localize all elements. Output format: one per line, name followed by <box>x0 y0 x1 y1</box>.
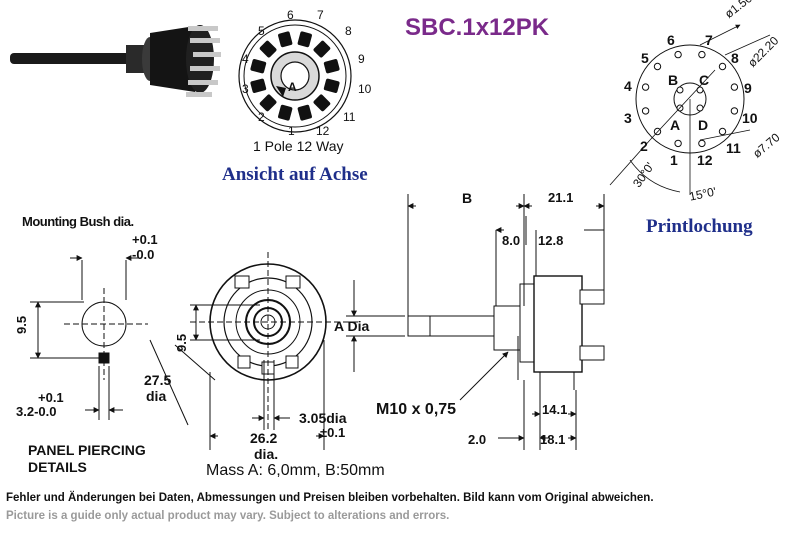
view-caption: Ansicht auf Achse <box>222 164 368 185</box>
footer-disclaimer-en: Picture is a guide only actual product m… <box>6 510 450 522</box>
key-width-dim: 3.2-0.0 <box>16 404 57 419</box>
pole-way-caption: 1 Pole 12 Way <box>253 138 344 154</box>
outer-dia-value: 27.5 <box>144 372 172 388</box>
pin-number: 10 <box>358 82 372 96</box>
wiper-label: A <box>288 80 297 94</box>
shaft-dia-label: 3.05dia <box>299 410 347 426</box>
pcb-letter: C <box>699 72 710 88</box>
pin-number: 7 <box>317 8 324 22</box>
pcb-hole <box>730 83 739 91</box>
height-dim: 9.5 <box>14 315 29 334</box>
pcb-number: 2 <box>640 138 648 154</box>
width-value: 26.2 <box>250 430 278 446</box>
panel-piercing-title: PANEL PIERCING <box>28 442 146 458</box>
pin-pad <box>259 94 277 112</box>
pin-number: 6 <box>287 8 294 22</box>
pcb-hole <box>641 107 650 115</box>
thread-label: M10 x 0,75 <box>376 401 457 418</box>
pin-pad <box>297 104 312 121</box>
pcb-letter: B <box>668 72 679 88</box>
mass-note: Mass A: 6,0mm, B:50mm <box>206 462 385 479</box>
pin-number: 5 <box>258 24 265 38</box>
pcb-number: 5 <box>641 50 649 66</box>
overall-dim: 18.1 <box>540 432 566 447</box>
width-word: dia. <box>254 446 279 462</box>
pin-pad <box>323 78 340 93</box>
pcb-number: 3 <box>624 110 632 126</box>
pcb-hole <box>674 139 682 148</box>
a-dia-label: A Dia <box>334 318 370 334</box>
pin-pad <box>278 31 293 48</box>
pcb-number: 8 <box>731 50 739 66</box>
pcb-letter: D <box>698 117 709 133</box>
product-title: SBC.1x12PK <box>405 14 550 41</box>
pcb-hole <box>698 50 706 59</box>
footer-disclaimer-de: Fehler und Änderungen bei Daten, Abmessu… <box>6 492 654 504</box>
pin-number: 3 <box>242 82 249 96</box>
pcb-hole <box>696 86 704 94</box>
panel-piercing-diagram <box>30 255 148 420</box>
pcb-number: 11 <box>726 140 741 156</box>
pin-pad <box>250 59 267 74</box>
product-photo <box>10 25 221 97</box>
tolerance-plus: +0.1 <box>132 232 158 247</box>
body-depth-dim: 12.8 <box>538 233 564 248</box>
panel-piercing-title: DETAILS <box>28 459 87 475</box>
pin-number: 8 <box>345 24 352 38</box>
pcb-hole <box>653 62 662 71</box>
total-depth-dim: 21.1 <box>548 190 574 205</box>
mounting-bush-label: Mounting Bush dia. <box>22 214 134 229</box>
flange-dim: 2.0 <box>468 432 487 447</box>
outer-dia-word: dia <box>146 388 167 404</box>
side-view-diagram <box>346 194 605 450</box>
pin-number: 9 <box>358 52 365 66</box>
pin-pad <box>297 31 312 48</box>
pin-number: 11 <box>343 110 356 124</box>
pcb-number: 9 <box>744 80 752 96</box>
pcb-hole <box>676 86 684 94</box>
pcb-number: 12 <box>697 152 713 168</box>
pcb-hole <box>718 62 727 71</box>
key-tolerance-plus: +0.1 <box>38 390 64 405</box>
front-height-dim: 9.5 <box>174 333 189 352</box>
b-dim: B <box>462 190 473 206</box>
pcb-number: 7 <box>705 32 713 48</box>
pcb-number: 10 <box>742 110 758 126</box>
pin-pad <box>250 78 267 93</box>
pcb-layout-diagram <box>609 24 771 195</box>
pcb-letter: A <box>670 117 681 133</box>
pcb-hole <box>674 50 682 59</box>
pin-number: 4 <box>242 52 249 66</box>
pin-number: 1 <box>288 124 295 138</box>
pin-pad <box>278 104 293 121</box>
front-view-diagram <box>149 252 360 450</box>
pcb-hole <box>698 139 706 148</box>
body-width-dim: 14.1 <box>542 402 568 417</box>
pin-number: 2 <box>258 110 265 124</box>
shaft-tolerance: ±0.1 <box>320 425 346 440</box>
pcb-number: 4 <box>624 78 632 94</box>
pcb-hole <box>696 104 704 112</box>
pin-number: 12 <box>316 124 330 138</box>
pcb-caption: Printlochung <box>646 216 753 237</box>
pin-pad <box>323 59 340 74</box>
pin-pad <box>313 40 331 58</box>
pin-pad <box>313 94 331 112</box>
pcb-number: 6 <box>667 32 675 48</box>
pin-view-diagram <box>238 19 352 133</box>
tolerance-minus: -0.0 <box>132 247 155 262</box>
pcb-number: 1 <box>670 152 678 168</box>
pcb-hole <box>641 83 650 91</box>
pin-pad <box>259 40 277 58</box>
pcb-hole <box>718 127 727 136</box>
bush-length-dim: 8.0 <box>502 233 521 248</box>
pcb-hole <box>730 107 739 115</box>
